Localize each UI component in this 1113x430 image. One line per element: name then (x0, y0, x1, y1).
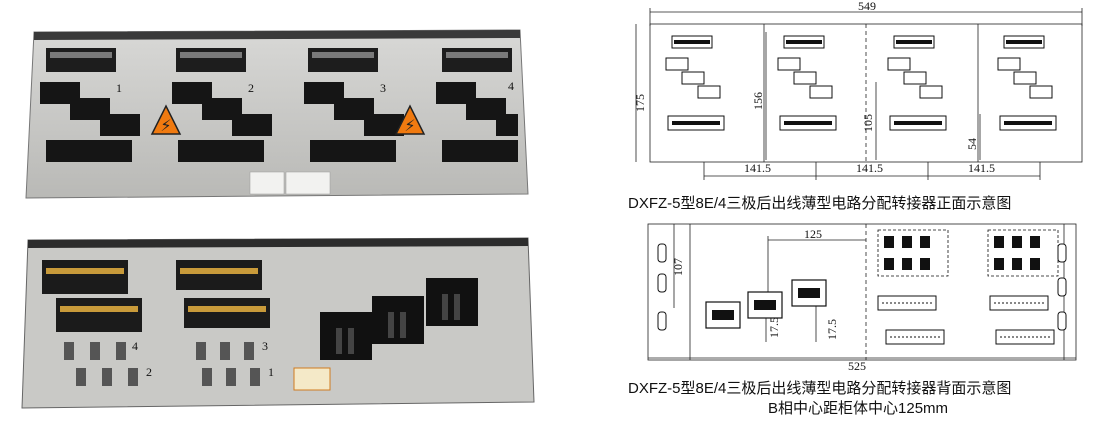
slot-label: 2 (248, 81, 254, 95)
front-caption: DXFZ-5型8E/4三极后出线薄型电路分配转接器正面示意图 (628, 195, 1012, 212)
dim-spacing-1: 141.5 (744, 161, 771, 175)
dim-b-phase: 125 (804, 227, 822, 241)
slot-label: 3 (380, 81, 386, 95)
terminal-label: 1 (268, 365, 274, 379)
dim-height: 107 (671, 258, 685, 276)
dim-height-low: 54 (965, 138, 979, 150)
back-drawing: 125 107 17.5 17.5 525 (620, 218, 1110, 378)
terminal-label: 2 (146, 365, 152, 379)
dim-spacing-3: 141.5 (968, 161, 995, 175)
terminal-label: 3 (262, 339, 268, 353)
dim-gap-1: 17.5 (767, 317, 781, 338)
dim-overall-width: 525 (848, 359, 866, 373)
back-photo: 4 3 2 1 (12, 232, 542, 418)
back-caption-line1: DXFZ-5型8E/4三极后出线薄型电路分配转接器背面示意图 (628, 380, 1012, 397)
dim-gap-2: 17.5 (825, 319, 839, 340)
dim-height-mid: 105 (861, 114, 875, 132)
front-drawing: 549 175 156 105 54 141.5 141.5 141.5 (620, 0, 1110, 192)
dim-height-inner: 156 (751, 92, 765, 110)
terminal-label: 4 (132, 339, 138, 353)
svg-text:⚡: ⚡ (404, 116, 415, 135)
slot-label: 4 (508, 79, 514, 93)
dim-overall-width: 549 (858, 0, 876, 13)
svg-text:⚡: ⚡ (160, 116, 171, 135)
dim-height: 175 (633, 94, 647, 112)
dim-spacing-2: 141.5 (856, 161, 883, 175)
slot-label: 1 (116, 81, 122, 95)
front-photo: ⚡ ⚡ 1 2 3 4 (12, 22, 542, 208)
back-caption-line2: B相中心距柜体中心125mm (768, 400, 949, 417)
